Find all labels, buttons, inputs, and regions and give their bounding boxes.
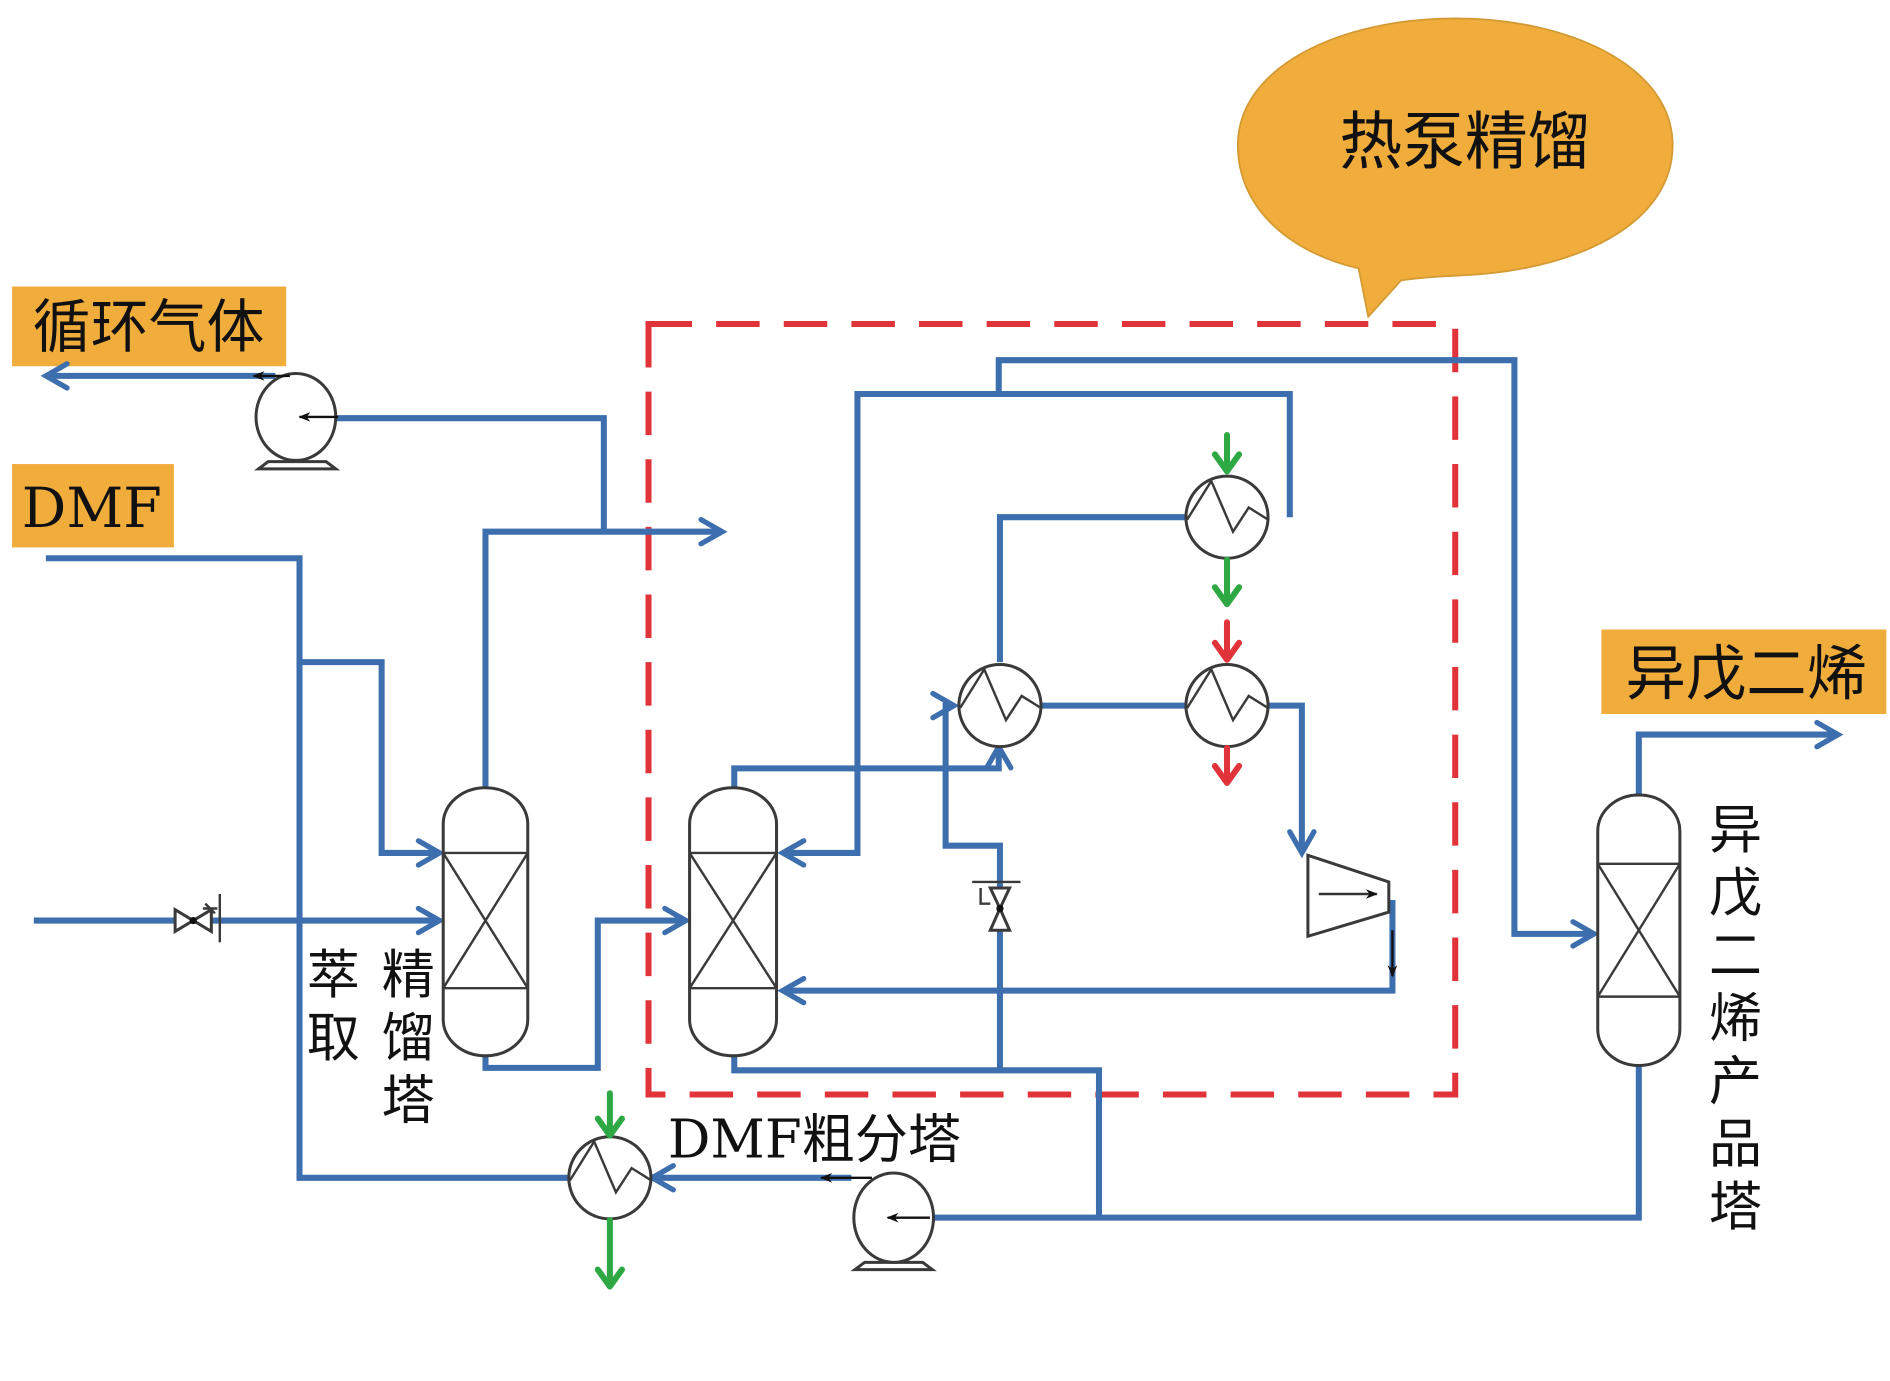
isoprene-product-label: 异戊二烯 [1601,629,1887,715]
feed-control-valve[interactable] [173,893,222,943]
isoprene-col-char-6: 品 [1709,1113,1762,1175]
heating-in-icon [1211,619,1243,663]
extractive-label-char-1: 萃 [307,944,360,1006]
isoprene-col-char-5: 产 [1709,1050,1762,1112]
extractive-column-label: 萃 取 精 馏 塔 [307,944,435,1132]
pipe-column2-bottom [731,1053,1102,1218]
pipe-pump-inlet [316,415,607,532]
throttle-valve[interactable] [972,880,1021,932]
coolant-in-top-icon [1211,432,1243,475]
pipe-isoprene-bottom [923,1063,1642,1221]
heat-exchanger-top[interactable] [1184,474,1270,560]
coolant-out-top-icon [1211,556,1243,608]
pipe-column1-overhead [482,516,728,789]
extractive-label-char-2: 取 [307,1007,360,1069]
coolant-in-dmf-icon [594,1090,625,1139]
callout-bubble [1236,17,1674,319]
recycle-gas-label: 循环气体 [12,286,287,367]
heat-exchanger-dmf-cooler[interactable] [567,1135,653,1221]
pipe-dmf-feed [45,555,568,1181]
isoprene-col-char-1: 异 [1709,799,1762,861]
pipe-isoprene-overhead [1635,719,1844,798]
pipe-to-compressor [1268,702,1317,859]
heat-exchanger-reboiler[interactable] [957,663,1043,749]
heat-exchanger-heater[interactable] [1184,663,1270,749]
isoprene-label-box [1601,629,1887,715]
recycle-gas-text: 循环气体 [33,293,265,361]
dmf-crude-column[interactable] [688,786,779,1058]
isoprene-col-char-7: 塔 [1709,1176,1762,1238]
pipe-compressor-outlet [777,900,1396,1006]
heating-out-icon [1211,744,1243,786]
coolant-out-dmf-icon [594,1217,625,1290]
pipe-column1-bottom [482,905,692,1071]
heat-pump-callout: 热泵精馏 [1236,17,1674,319]
pipe-column2-overhead [731,741,1014,789]
extractive-label-char-4: 馏 [382,1007,435,1069]
isoprene-col-char-4: 烯 [1709,987,1762,1049]
recycle-gas-pump[interactable] [252,371,341,471]
extractive-distillation-column[interactable] [441,786,530,1058]
isoprene-column-label: 异 戊 二 烯 产 品 塔 [1709,799,1762,1238]
dmf-text: DMF [22,476,162,541]
heat-pump-boundary [645,320,1459,1098]
process-pipes [33,357,1844,1221]
dmf-feed-label: DMF [12,464,174,548]
pipe-reflux-column2 [777,390,1293,868]
extractive-label-char-3: 精 [382,944,435,1006]
dmf-recycle-pump[interactable] [820,1171,937,1272]
dmf-crude-column-label: DMF粗分塔 [668,1108,961,1170]
recycle-gas-label-box [12,286,287,367]
compressor[interactable] [1306,853,1398,978]
heat-pump-label: 热泵精馏 [1339,105,1590,178]
pipe-isoprene-feed [995,357,1600,949]
isoprene-product-column[interactable] [1596,793,1682,1067]
dmf-label-box [12,464,174,548]
isoprene-col-char-3: 二 [1709,925,1762,987]
coolant-arrows [594,432,1243,1290]
extractive-label-char-5: 塔 [382,1070,435,1132]
isoprene-col-char-2: 戊 [1709,862,1762,924]
pipe-hx-top-link [996,514,1188,663]
heating-arrows [1211,619,1243,786]
isoprene-text: 异戊二烯 [1626,640,1868,710]
pipe-dmf-to-column1 [299,659,445,868]
